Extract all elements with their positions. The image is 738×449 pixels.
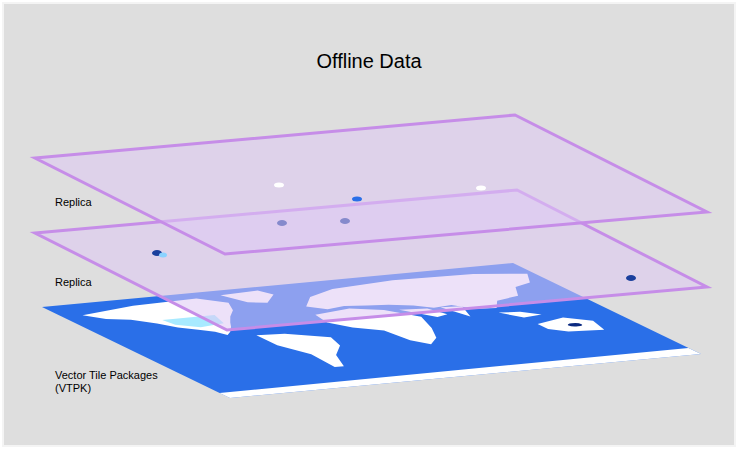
background-panel <box>3 3 735 446</box>
layer-label: Replica <box>55 276 125 289</box>
layer-label: Replica <box>55 196 125 209</box>
replica-plane <box>35 115 707 254</box>
diagram-title: Offline Data <box>219 50 519 73</box>
layer-label: Vector Tile Packages (VTPK) <box>55 369 173 395</box>
